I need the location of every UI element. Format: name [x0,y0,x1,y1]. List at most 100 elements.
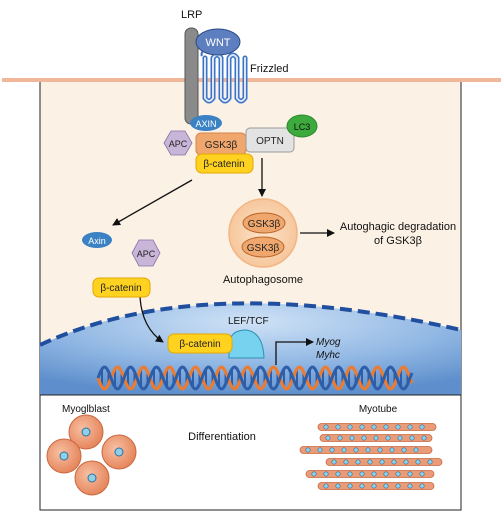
gsk3b-complex-label: GSK3β [205,140,238,151]
lc3-protein [286,114,318,138]
myotube-nucleus [335,471,341,477]
myotube-nucleus [361,435,367,441]
myotube-nucleus [419,483,425,489]
beta-catenin-complex-label: β-catenin [203,159,244,170]
myotube [325,458,443,466]
myotube-nucleus [371,424,377,430]
axin-complex-label: AXIN [195,119,216,129]
myotube [317,482,435,490]
myotube-nucleus [383,483,389,489]
free-beta-catenin-label: β-catenin [100,283,141,294]
free-apc [131,239,161,267]
myotube [319,434,433,442]
myotube-nucleus [401,447,407,453]
transcription-arrow [275,338,314,365]
myotube [317,423,437,431]
myotube-nucleus [407,483,413,489]
nuclear-beta-catenin [167,333,233,354]
gsk3b-cargo-bottom-label: GSK3β [247,243,280,254]
myotube-nucleus [419,471,425,477]
myotube-nucleus [427,459,433,465]
myotube-nucleus [407,471,413,477]
myotube-nucleus [335,483,341,489]
myotube-nucleus [337,435,343,441]
myotube-nucleus [421,435,427,441]
nuclear-beta-catenin-label: β-catenin [179,339,220,350]
myotube-nucleus [311,471,317,477]
myotube-nucleus [323,424,329,430]
myotube-nucleus [379,459,385,465]
myotube-nucleus [383,424,389,430]
myotube-nucleus [385,435,391,441]
gsk3b-cargo-top-label: GSK3β [248,219,281,230]
autophagosome-label: Autophagosome [223,274,303,286]
myotube-nucleus [353,447,359,453]
myotube-nucleus [343,459,349,465]
myotube-nucleus [335,424,341,430]
myotube-nucleus [347,424,353,430]
wnt-ligand [195,28,241,56]
gsk3b-cargo-top [242,212,286,234]
apc-complex [163,130,193,156]
myoblast-label: Myoglblast [62,404,110,415]
myotube-nucleus [367,459,373,465]
myoblast-cell [46,438,82,474]
free-axin [82,232,112,248]
nuclear-translocation-arrow [139,296,164,343]
degradation-label-line1: Autoghagic degradation [340,221,456,233]
myotube-nucleus [383,471,389,477]
myotube-nucleus [359,424,365,430]
myog-gene-label: Myog [316,337,341,348]
nuclear-envelope [39,301,462,347]
myotube-nucleus [409,435,415,441]
myotube-label: Myotube [359,404,398,415]
myotube-nucleus [403,459,409,465]
myotube-nucleus [377,447,383,453]
myotube-nucleus [331,459,337,465]
degradation-label-line2: of GSK3β [374,235,422,247]
frizzled-label: Frizzled [250,63,289,75]
release-arrow [112,179,193,226]
free-apc-label: APC [137,249,156,259]
optn-protein [245,127,295,153]
myotube-nucleus [323,471,329,477]
myotubes [299,423,443,490]
myoblast-cell [74,460,110,496]
myotube [305,470,435,478]
free-beta-catenin [92,277,151,298]
myotube-nucleus [329,447,335,453]
myotube [299,446,433,454]
myotube-nucleus [323,483,329,489]
myotube-nucleus [341,447,347,453]
myoblast-cell [101,434,137,470]
myotube-nucleus [325,435,331,441]
myotube-nucleus [413,447,419,453]
myotube-nucleus [391,459,397,465]
myotube-nucleus [419,424,425,430]
myotube-nucleus [359,483,365,489]
myotube-nucleus [397,435,403,441]
myotube-nucleus [349,435,355,441]
axin-complex [190,115,222,131]
myotube-nucleus [407,424,413,430]
myotube-nucleus [347,483,353,489]
lc3-label: LC3 [294,122,311,132]
dna-helix [96,365,414,391]
myotube-nucleus [359,471,365,477]
myotube-nucleus [371,471,377,477]
myotube-nucleus [395,471,401,477]
myotube-nucleus [365,447,371,453]
myotube-nucleus [373,435,379,441]
myotube-nucleus [415,459,421,465]
myotube-nucleus [347,471,353,477]
gsk3b-cargo-bottom [241,236,285,258]
lrp-label: LRP [181,9,202,21]
myoblast-cell [68,414,104,450]
optn-label: OPTN [256,136,284,147]
myotube-nucleus [395,483,401,489]
myotube-nucleus [395,424,401,430]
myotube-nucleus [317,447,323,453]
myotube-nucleus [371,483,377,489]
differentiation-label: Differentiation [188,431,256,443]
